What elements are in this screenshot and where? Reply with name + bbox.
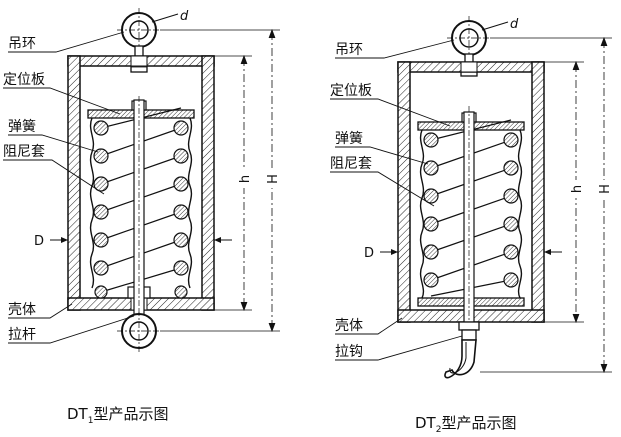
- dt1-label-pull-rod: 拉杆: [8, 327, 36, 343]
- dt1-pull-rod: [133, 96, 145, 326]
- dt1-dim-h: h: [238, 175, 253, 183]
- dt2-label-damping-sleeve: 阻尼套: [330, 156, 372, 172]
- dt2-figure: d: [330, 16, 613, 435]
- dt1-dim-D: D: [34, 234, 44, 249]
- dt2-label-spring: 弹簧: [335, 131, 363, 147]
- dt1-damping-sleeve: [89, 117, 193, 289]
- dt2-label-shell: 壳体: [335, 317, 363, 334]
- dt2-label-pull-hook: 拉钩: [335, 344, 363, 360]
- dt1-caption: DT1型产品示图: [67, 405, 168, 426]
- dt1-shell: [67, 55, 215, 311]
- dt1-label-lifting-ring: 吊环: [8, 36, 36, 52]
- dt1-leader-lines: [3, 31, 135, 344]
- dt1-label-positioning-plate: 定位板: [3, 72, 45, 88]
- dt2-dim-h: h: [570, 185, 585, 193]
- dt2-spring: [423, 119, 519, 297]
- dt1-top-ring: [117, 8, 161, 73]
- dt2-pull-hook: [444, 321, 480, 379]
- dt2-caption: DT2型产品示图: [415, 414, 516, 435]
- dt2-dim-D: D: [364, 246, 374, 261]
- dt1-dim-H: H: [266, 174, 281, 184]
- dt2-dim-H: H: [598, 184, 613, 194]
- dt2-leader-lines: [330, 39, 463, 361]
- dt2-label-lifting-ring: 吊环: [335, 42, 363, 58]
- dt1-label-shell: 壳体: [8, 301, 36, 318]
- dt2-damping-sleeve: [419, 129, 523, 299]
- dt2-label-positioning-plate: 定位板: [330, 83, 372, 99]
- dt1-dim-d: d: [180, 9, 189, 24]
- dt1-figure: d: [3, 8, 281, 426]
- dt2-top-ring: [447, 16, 491, 77]
- dt2-dim-d: d: [510, 17, 519, 32]
- dt2-pull-rod: [463, 106, 475, 330]
- dt1-bottom-ring: [117, 310, 161, 352]
- dt1-label-damping-sleeve: 阻尼套: [3, 144, 45, 160]
- dt1-label-spring: 弹簧: [8, 119, 36, 135]
